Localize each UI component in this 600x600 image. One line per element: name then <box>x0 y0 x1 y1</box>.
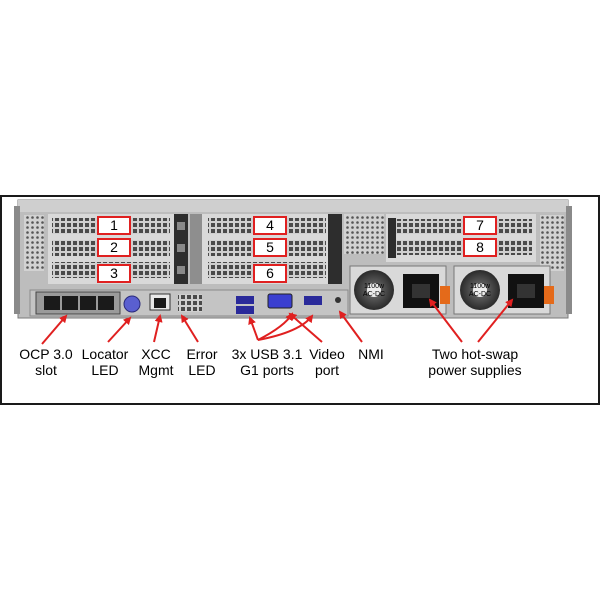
power-supply-2 <box>453 265 554 315</box>
nmi-arrow <box>338 310 363 343</box>
nmi-button <box>335 297 341 303</box>
slot-number-7: 7 <box>463 216 497 235</box>
power-supply-1 <box>349 265 450 315</box>
xcc-arrow <box>153 314 163 343</box>
slot-number-8: 8 <box>463 238 497 257</box>
ocp-arrow <box>41 314 68 345</box>
usb-port <box>304 296 322 305</box>
slot-number-4: 4 <box>253 216 287 235</box>
video-arrow <box>288 312 323 343</box>
usb-port <box>236 306 254 314</box>
locator-arrow <box>107 316 132 343</box>
locator-led-button <box>123 295 141 313</box>
slot-number-1: 1 <box>97 216 131 235</box>
figure-frame <box>0 195 600 405</box>
left-vent <box>24 215 44 271</box>
psu-arrow-2 <box>477 298 514 343</box>
vga-port <box>267 293 293 309</box>
error-led-arrow <box>180 314 199 343</box>
slot-number-2: 2 <box>97 238 131 257</box>
psu-arrow-1 <box>428 298 463 343</box>
callout-arrows <box>41 298 514 345</box>
right-vent <box>540 215 564 271</box>
slot-number-3: 3 <box>97 264 131 283</box>
usb-port <box>236 296 254 304</box>
riser-3 <box>344 214 536 262</box>
slot-number-6: 6 <box>253 264 287 283</box>
ocp-slot <box>35 291 121 315</box>
slot-number-5: 5 <box>253 238 287 257</box>
usb-arrow-1 <box>248 316 259 341</box>
usb-arrow-3 <box>257 314 314 341</box>
nmi-label: NMI <box>358 346 384 362</box>
